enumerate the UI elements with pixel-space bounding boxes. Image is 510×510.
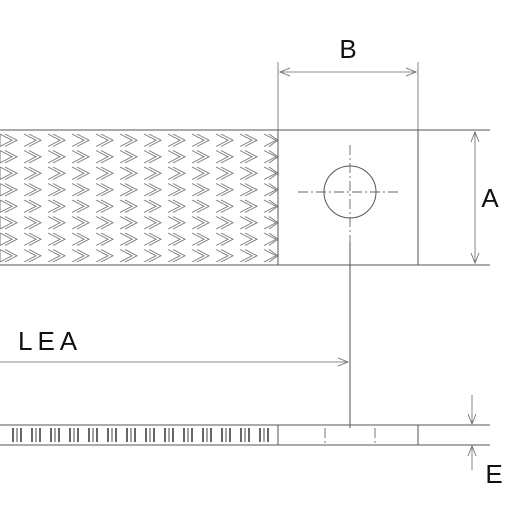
dimension-a: A <box>470 130 499 265</box>
dimension-lea: LEA <box>0 326 350 367</box>
mounting-hole <box>323 165 377 219</box>
dim-e-label: E <box>485 459 502 489</box>
braid-weave-pattern <box>0 133 279 263</box>
dimension-e: E <box>467 395 503 489</box>
dim-b-label: B <box>339 34 356 64</box>
lug-top-view <box>277 129 490 428</box>
dim-a-label: A <box>481 183 499 213</box>
dim-lea-label: LEA <box>18 326 82 356</box>
dimension-b: B <box>277 34 419 130</box>
side-view <box>0 424 490 446</box>
braid-top-view <box>0 129 280 266</box>
braid-side-pattern <box>12 428 269 442</box>
